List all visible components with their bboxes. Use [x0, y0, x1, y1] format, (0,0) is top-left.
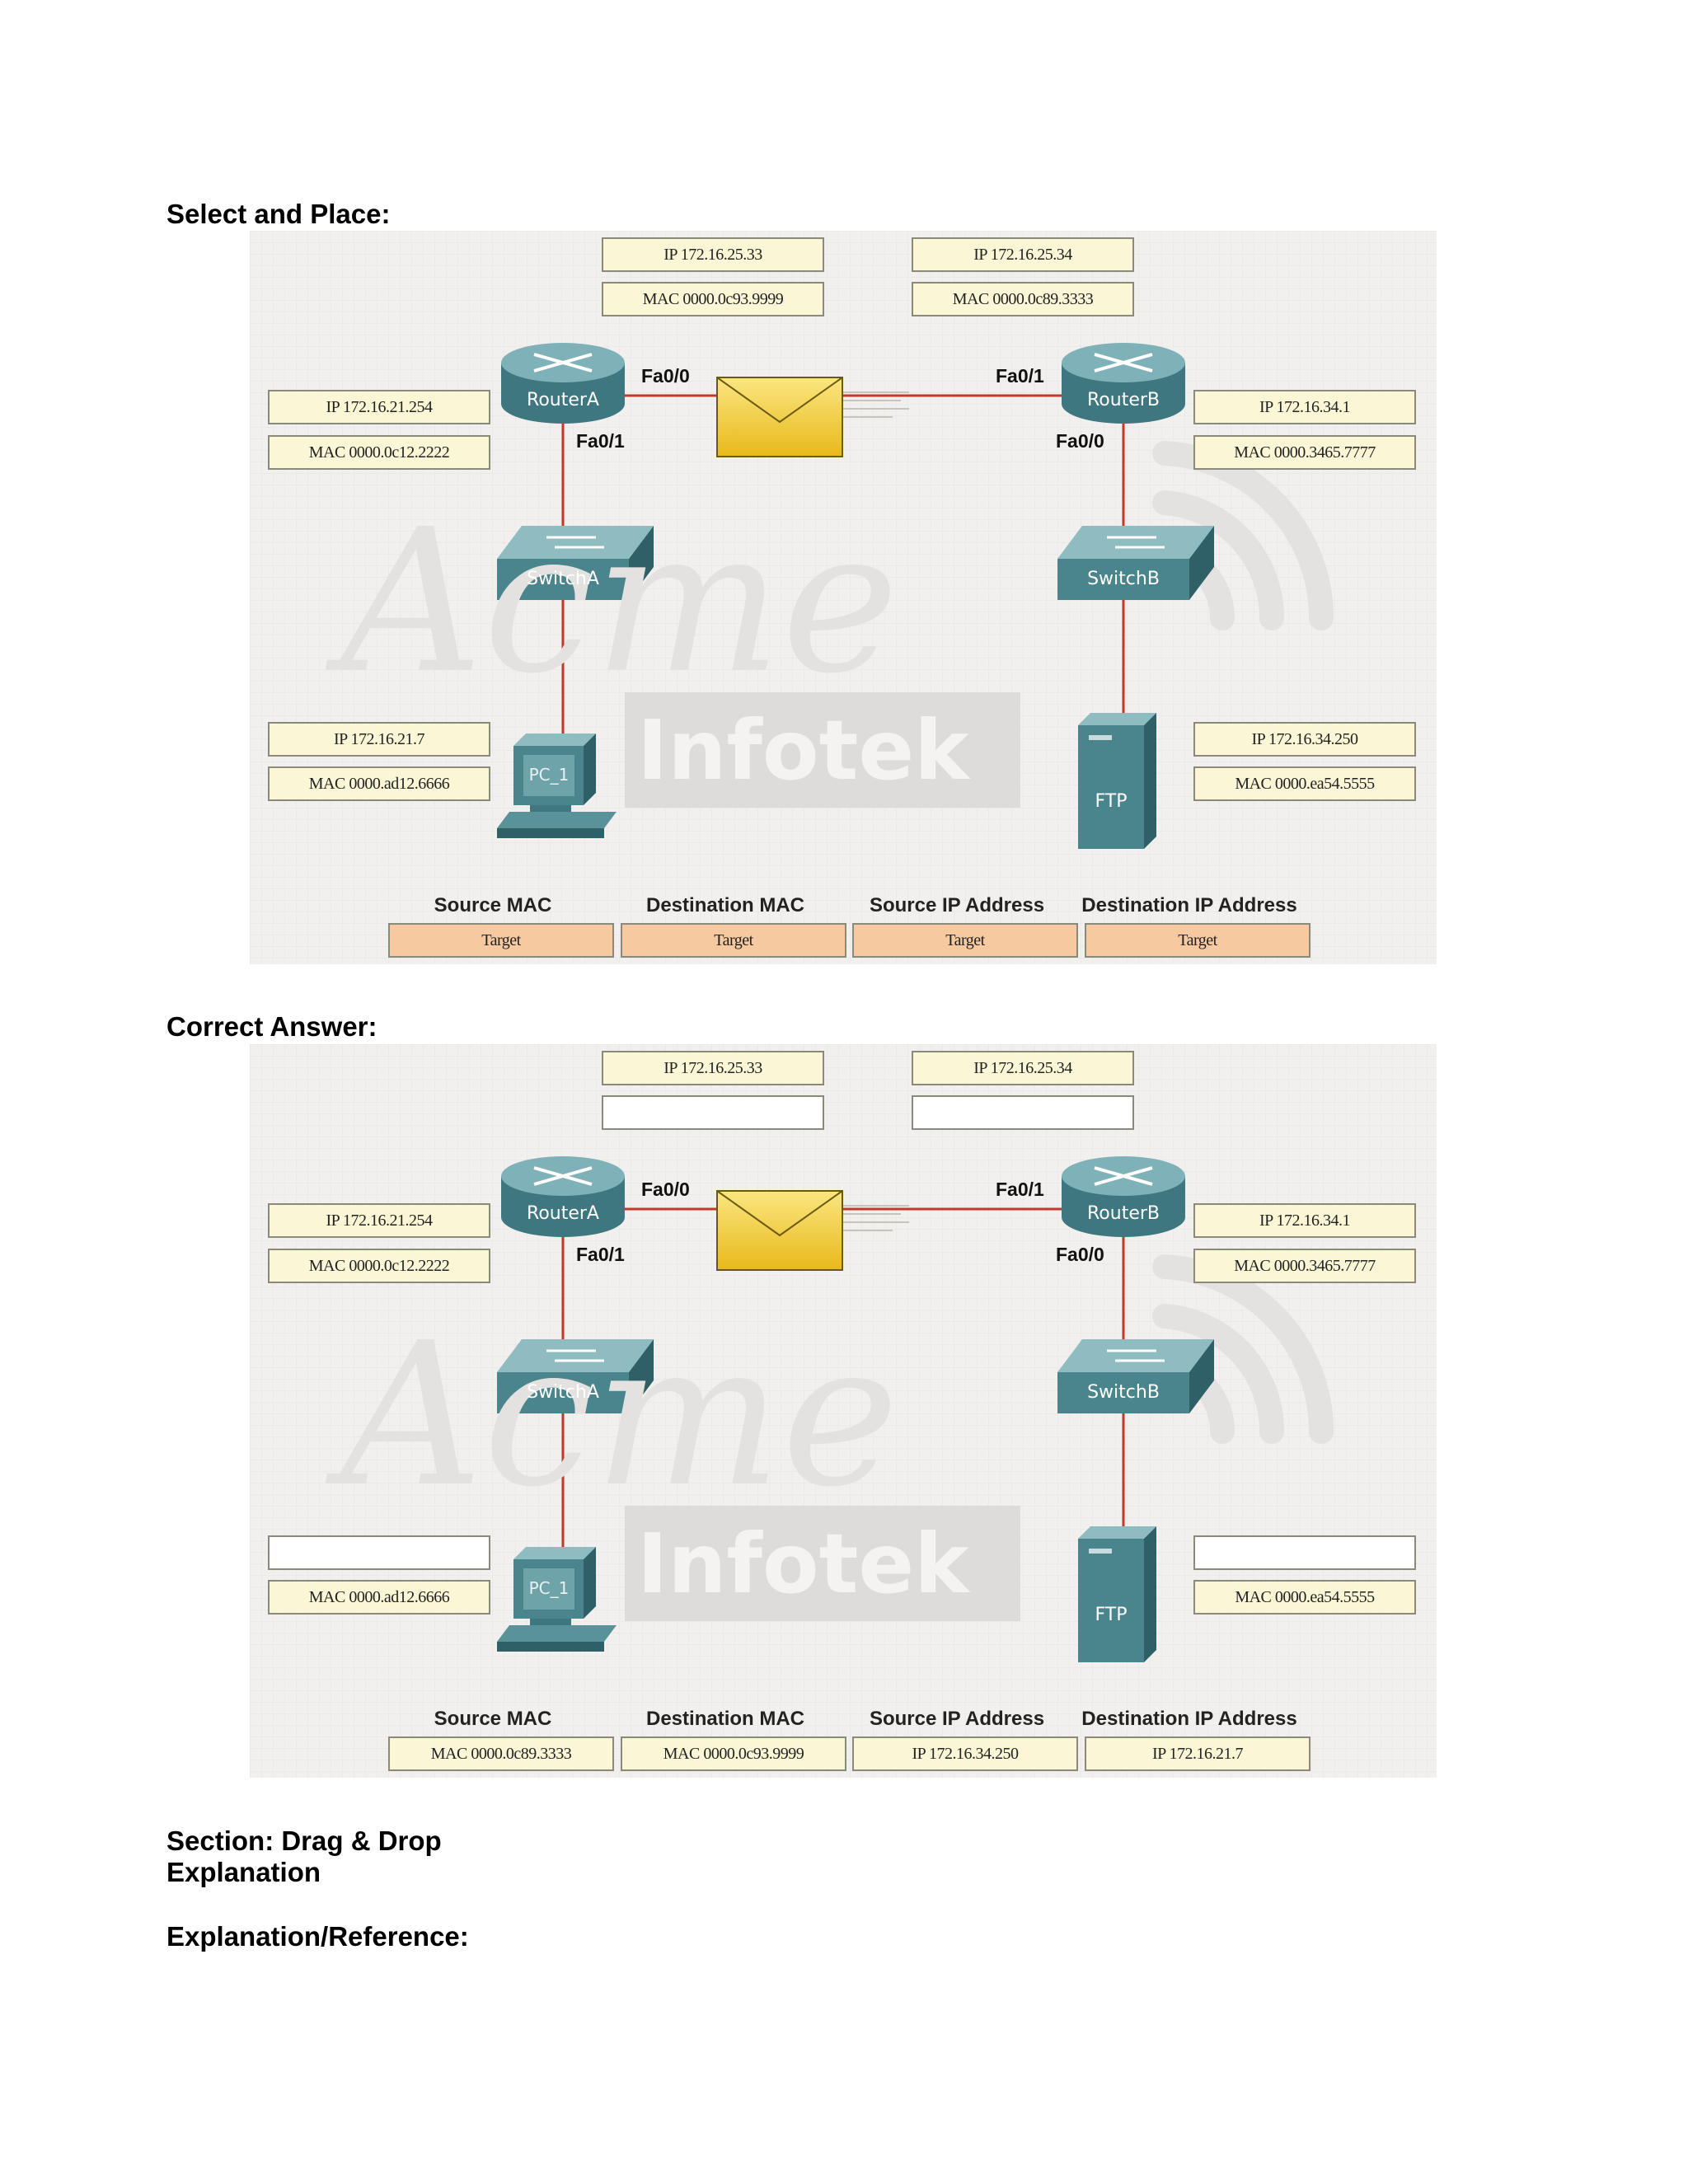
- router-a-name: RouterA: [527, 390, 599, 410]
- source-mac-slot[interactable]: MAC 0000.0c89.3333: [388, 1736, 614, 1771]
- ftp-name: FTP: [1095, 791, 1128, 812]
- switch-b-name: SwitchB: [1087, 569, 1160, 589]
- router-a-fa01-port: Fa0/1: [576, 1244, 625, 1265]
- source-mac-slot[interactable]: Target: [388, 923, 614, 958]
- router-a-name: RouterA: [527, 1203, 599, 1224]
- source-ip-slot[interactable]: Target: [852, 923, 1078, 958]
- source-mac-heading: Source MAC: [434, 1708, 552, 1730]
- question-diagram: Acme Infotek RouterA RouterB SwitchA Swi…: [250, 231, 1437, 964]
- router-a-fa00-mac-label[interactable]: MAC 0000.0c93.9999: [602, 282, 824, 316]
- router-a-icon: [501, 343, 625, 424]
- router-b-fa00-mac-label[interactable]: MAC 0000.3465.7777: [1193, 1249, 1416, 1283]
- router-a-fa00-ip-label[interactable]: IP 172.16.25.33: [602, 1051, 824, 1085]
- destination-ip-heading: Destination IP Address: [1081, 1708, 1297, 1730]
- router-b-fa00-ip-label[interactable]: IP 172.16.34.1: [1193, 390, 1416, 424]
- pc-name: PC_1: [528, 765, 570, 785]
- router-b-fa01-port: Fa0/1: [996, 1179, 1044, 1200]
- source-ip-heading: Source IP Address: [869, 1708, 1045, 1730]
- switch-b-icon: [1057, 1339, 1214, 1413]
- ftp-ip-label[interactable]: IP 172.16.34.250: [1193, 722, 1416, 757]
- pc-mac-label[interactable]: MAC 0000.ad12.6666: [268, 766, 490, 801]
- destination-ip-slot[interactable]: Target: [1085, 923, 1311, 958]
- explanation-heading: Explanation: [166, 1857, 321, 1887]
- router-b-name: RouterB: [1087, 1203, 1160, 1224]
- router-b-fa00-mac-label[interactable]: MAC 0000.3465.7777: [1193, 435, 1416, 470]
- router-b-fa01-ip-label[interactable]: IP 172.16.25.34: [912, 1051, 1134, 1085]
- switch-a-name: SwitchA: [527, 1382, 599, 1403]
- network-diagram-graphic: [250, 1044, 1437, 1778]
- router-a-fa01-mac-label[interactable]: MAC 0000.0c12.2222: [268, 435, 490, 470]
- router-a-fa01-mac-label[interactable]: MAC 0000.0c12.2222: [268, 1249, 490, 1283]
- pc-name: PC_1: [528, 1578, 570, 1598]
- router-b-fa00-ip-label[interactable]: IP 172.16.34.1: [1193, 1203, 1416, 1238]
- answer-diagram: Acme Infotek RouterA RouterB SwitchA Swi…: [250, 1044, 1437, 1778]
- source-ip-heading: Source IP Address: [869, 894, 1045, 916]
- router-a-fa01-ip-label[interactable]: IP 172.16.21.254: [268, 390, 490, 424]
- source-ip-slot[interactable]: IP 172.16.34.250: [852, 1736, 1078, 1771]
- envelope-icon: [716, 377, 843, 457]
- ftp-server-icon: [1078, 1526, 1156, 1662]
- switch-a-name: SwitchA: [527, 569, 599, 589]
- pc-mac-label[interactable]: MAC 0000.ad12.6666: [268, 1580, 490, 1615]
- router-b-fa01-port: Fa0/1: [996, 365, 1044, 387]
- router-a-fa01-port: Fa0/1: [576, 430, 625, 452]
- network-diagram-graphic: [250, 231, 1437, 964]
- select-and-place-heading: Select and Place:: [166, 199, 391, 229]
- correct-answer-heading: Correct Answer:: [166, 1011, 377, 1042]
- router-a-fa00-port: Fa0/0: [641, 1179, 690, 1200]
- switch-a-icon: [497, 526, 654, 600]
- ftp-server-icon: [1078, 713, 1156, 849]
- pc-ip-label[interactable]: [268, 1535, 490, 1570]
- switch-b-icon: [1057, 526, 1214, 600]
- motion-lines: [843, 1205, 909, 1231]
- destination-ip-slot[interactable]: IP 172.16.21.7: [1085, 1736, 1311, 1771]
- destination-ip-heading: Destination IP Address: [1081, 894, 1297, 916]
- destination-mac-slot[interactable]: MAC 0000.0c93.9999: [621, 1736, 846, 1771]
- switch-b-name: SwitchB: [1087, 1382, 1160, 1403]
- router-b-icon: [1062, 343, 1185, 424]
- pc-icon: [497, 1547, 617, 1652]
- router-b-fa01-mac-label[interactable]: MAC 0000.0c89.3333: [912, 282, 1134, 316]
- watermark-box: [625, 1506, 1020, 1621]
- destination-mac-heading: Destination MAC: [646, 894, 804, 916]
- router-a-fa00-mac-label[interactable]: [602, 1095, 824, 1130]
- ftp-name: FTP: [1095, 1605, 1128, 1625]
- destination-mac-slot[interactable]: Target: [621, 923, 846, 958]
- router-a-icon: [501, 1156, 625, 1237]
- router-a-fa00-ip-label[interactable]: IP 172.16.25.33: [602, 237, 824, 272]
- ftp-mac-label[interactable]: MAC 0000.ea54.5555: [1193, 766, 1416, 801]
- explanation-reference-heading: Explanation/Reference:: [166, 1921, 469, 1952]
- router-b-name: RouterB: [1087, 390, 1160, 410]
- router-b-icon: [1062, 1156, 1185, 1237]
- ftp-ip-label[interactable]: [1193, 1535, 1416, 1570]
- motion-lines: [843, 391, 909, 418]
- pc-ip-label[interactable]: IP 172.16.21.7: [268, 722, 490, 757]
- watermark-box: [625, 692, 1020, 808]
- switch-a-icon: [497, 1339, 654, 1413]
- pc-icon: [497, 733, 617, 838]
- section-heading: Section: Drag & Drop: [166, 1825, 442, 1856]
- router-b-fa01-ip-label[interactable]: IP 172.16.25.34: [912, 237, 1134, 272]
- router-b-fa01-mac-label[interactable]: [912, 1095, 1134, 1130]
- envelope-icon: [716, 1190, 843, 1271]
- ftp-mac-label[interactable]: MAC 0000.ea54.5555: [1193, 1580, 1416, 1615]
- destination-mac-heading: Destination MAC: [646, 1708, 804, 1730]
- source-mac-heading: Source MAC: [434, 894, 552, 916]
- router-b-fa00-port: Fa0/0: [1056, 430, 1104, 452]
- router-a-fa01-ip-label[interactable]: IP 172.16.21.254: [268, 1203, 490, 1238]
- router-a-fa00-port: Fa0/0: [641, 365, 690, 387]
- router-b-fa00-port: Fa0/0: [1056, 1244, 1104, 1265]
